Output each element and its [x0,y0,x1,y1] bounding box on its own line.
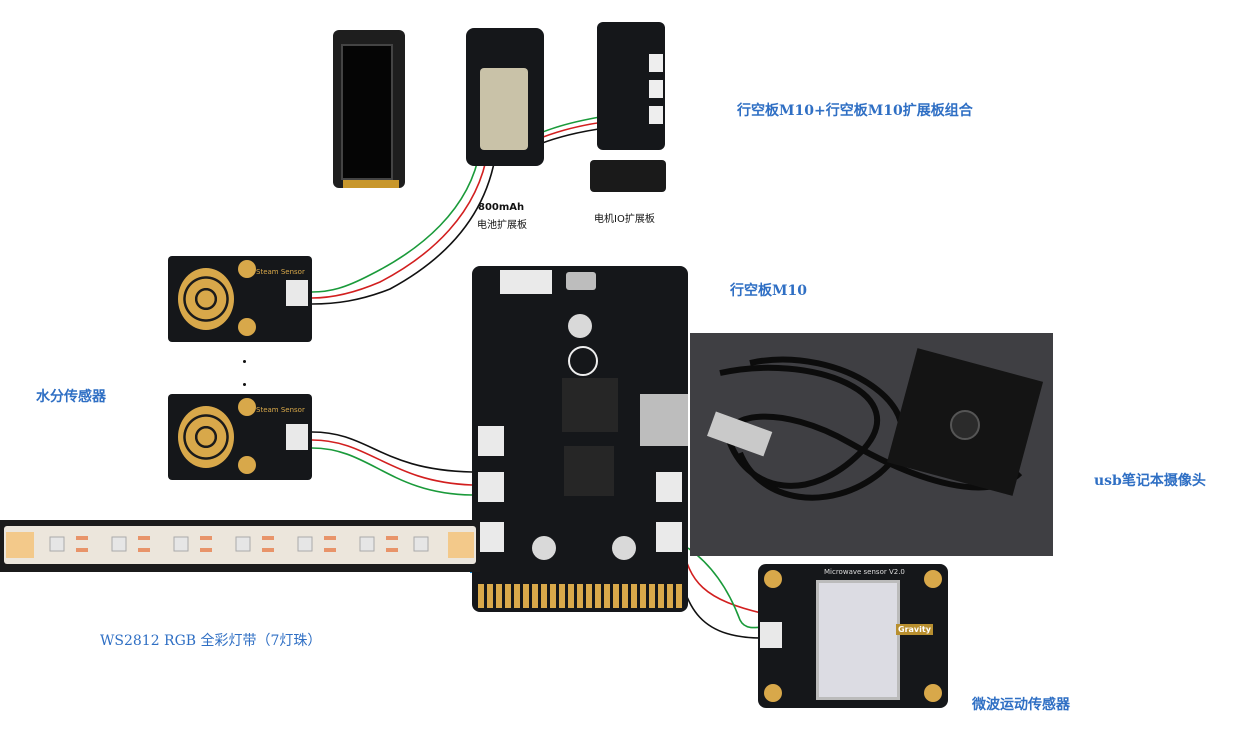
mount-hole [924,684,942,702]
edge-connector [478,584,682,608]
connector [286,280,308,306]
microwave-title: Microwave sensor V2.0 [824,568,905,576]
connector [478,522,504,552]
mount-hole [238,260,256,278]
ledstrip-label: WS2812 RGB 全彩灯带（7灯珠） [100,633,322,649]
wire-red-3 [311,439,473,486]
wire-black-3 [311,431,473,473]
chip [562,378,618,432]
connector [286,424,308,450]
chip [564,446,614,496]
m10-label: 行空板M10 [730,283,807,299]
moisture-sensor-1: Steam Sensor [168,256,312,342]
ellipsis-dot [243,360,246,363]
wire-red-1 [311,149,489,299]
steam-sensor-text-1: Steam Sensor [256,268,305,276]
ws2812-led-icon [6,532,474,558]
battery-label-1: 800mAh [478,202,525,213]
wire-green-1 [311,149,481,293]
mount-hole [238,398,256,416]
microwave-label: 微波运动传感器 [972,697,1070,713]
connector [649,80,663,98]
microwave-sensor: Microwave sensor V2.0 Gravity [758,564,948,708]
wire-green-4 [687,547,771,629]
moisture-label: 水分传感器 [36,389,106,405]
battery-cell [480,68,528,150]
connector [649,106,663,124]
camera-label: usb笔记本摄像头 [1094,473,1206,489]
mount-hole [238,318,256,336]
wire-green-3 [311,447,473,496]
motor-board-cover [590,160,666,192]
connector [656,522,682,552]
wire-black-1 [311,151,497,305]
connector [649,54,663,72]
steam-sensor-text-2: Steam Sensor [256,406,305,414]
usb-camera-photo [690,333,1053,556]
wire-black-4 [675,549,771,639]
touch-pad-icon [178,268,234,330]
touch-pad-icon [178,406,234,468]
battery-board [466,28,544,166]
connector [656,472,682,502]
logo-icon [568,346,598,376]
button [612,536,636,560]
ws2812-strip [0,520,480,572]
m10-board [472,266,688,612]
lcd-screen [341,44,393,180]
connector [478,426,504,456]
gravity-text: Gravity [896,624,933,635]
mount-hole [764,570,782,588]
button [568,314,592,338]
combo-label: 行空板M10+行空板M10扩展板组合 [737,103,973,119]
top-connector [500,270,552,294]
mount-hole [764,684,782,702]
usb-a-port [640,394,688,446]
usb-c-port [566,272,596,290]
radar-module [816,580,900,700]
strip-body [4,526,476,564]
connector [478,472,504,502]
mount-hole [238,456,256,474]
moisture-sensor-2: Steam Sensor [168,394,312,480]
button [532,536,556,560]
mount-hole [924,570,942,588]
screen-board [333,30,405,188]
battery-label-2: 电池扩展板 [477,220,527,231]
ellipsis-dot [243,383,246,386]
screen-bottom-gold [343,180,399,188]
connector [760,622,782,648]
motor-label: 电机IO扩展板 [594,214,655,225]
usb-camera-icon [707,348,1044,501]
motor-board [597,22,665,150]
